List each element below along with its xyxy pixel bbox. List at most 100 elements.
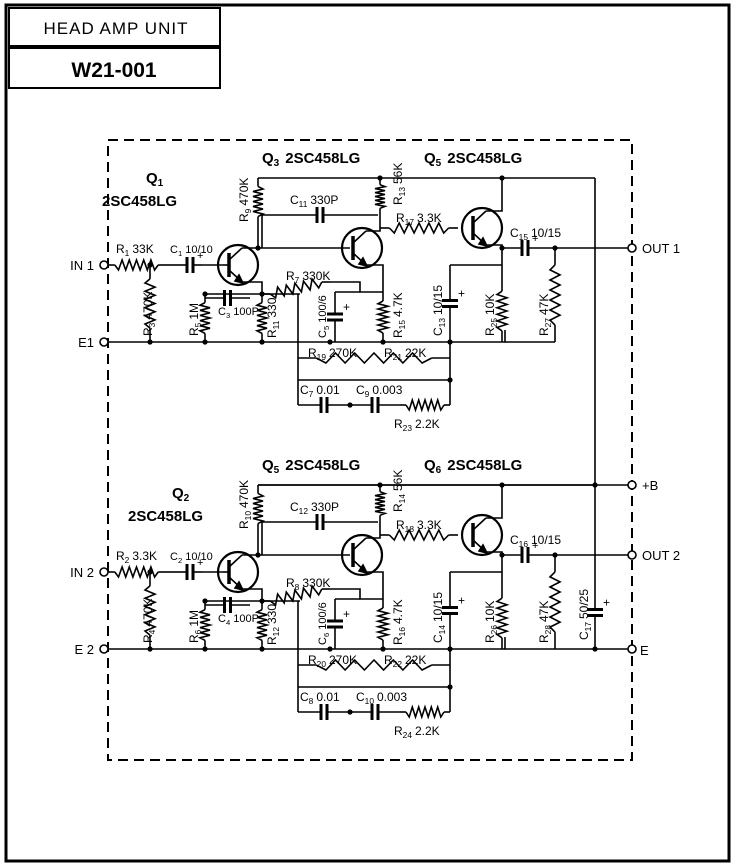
resistor-emitter-second [374, 599, 392, 649]
resistor-emitter [254, 294, 271, 342]
component-ref-sub: 21 [393, 352, 403, 362]
component-ref: C [431, 634, 445, 643]
component-value: 0.003 [372, 383, 402, 397]
resistor-emitter [254, 601, 271, 649]
component-ref-sub: 14 [437, 625, 447, 635]
transistor-collector [352, 537, 367, 551]
component-ref-sub: 6 [193, 629, 203, 634]
emitter-arrow [357, 256, 369, 268]
component-value: 22K [405, 653, 426, 667]
component-label: R10470K [237, 480, 253, 529]
resistor-emitter-output [494, 587, 510, 649]
transistor-type: 2SC458LG [128, 508, 203, 525]
junction-dot [447, 684, 453, 690]
component-ref: R [537, 327, 551, 336]
resistor-zigzag [142, 278, 158, 329]
component-ref-sub: 10 [243, 511, 253, 521]
terminal-circle [99, 644, 109, 654]
emitter-arrow [477, 543, 489, 555]
component-value: 10/10 [185, 551, 213, 563]
component-ref: C [431, 327, 445, 336]
transistor-body [340, 533, 384, 577]
component-ref-sub: 9 [365, 389, 370, 399]
transistor-input-stage [216, 243, 260, 287]
component-ref-sub: 12 [271, 627, 281, 637]
wire [330, 588, 383, 600]
resistor-collector-second [374, 178, 388, 215]
emitter-arrow [477, 236, 489, 248]
component-ref: C [300, 690, 309, 704]
terminal-label: IN 1 [70, 258, 94, 273]
transistor-ref-sub: 5 [274, 465, 280, 476]
component-value: 1M [187, 610, 201, 627]
wire [242, 225, 259, 249]
component-ref-sub: 28 [543, 625, 553, 635]
component-ref-sub: 2 [125, 555, 130, 565]
resistor-feedback-dc [262, 584, 330, 607]
component-value: 330 [265, 297, 279, 317]
component-label: R2847K [537, 601, 553, 643]
component-ref: R [394, 724, 403, 738]
resistor-output-load [548, 248, 562, 342]
transistor-ref: Q [146, 170, 158, 187]
transistor-input-stage [216, 550, 260, 594]
component-label: R9470K [237, 178, 253, 222]
component-ref: R [265, 329, 279, 338]
resistor-feedback-ac [298, 351, 450, 365]
component-label: R11330 [265, 297, 281, 338]
component-ref: R [187, 634, 201, 643]
transistor-ref: Q [424, 457, 436, 474]
component-ref: R [187, 327, 201, 336]
component-ref: R [116, 242, 125, 256]
component-label: C1310/15 [431, 285, 447, 336]
component-value: 10/15 [531, 226, 561, 240]
component-value: 56K [391, 470, 405, 491]
terminal-circle [99, 260, 109, 270]
resistor-collector-load [252, 485, 266, 532]
emitter-arrow [233, 273, 245, 285]
component-ref-sub: 7 [295, 275, 300, 285]
component-value: 10K [483, 601, 497, 622]
component-ref-sub: 27 [543, 318, 553, 328]
component-label: R1356K [391, 163, 407, 205]
component-value: 330K [302, 269, 330, 283]
resistor-input [108, 564, 165, 580]
resistor-zigzag [254, 608, 271, 642]
polarity-mark: + [343, 607, 350, 621]
terminal-label: IN 2 [70, 565, 94, 580]
model-number: W21-001 [71, 59, 157, 82]
capacitor-feedback [262, 514, 378, 530]
component-value: 0.01 [316, 383, 340, 397]
component-ref: R [141, 634, 155, 643]
component-ref-sub: 4 [147, 629, 157, 634]
component-ref: R [116, 549, 125, 563]
transistor-collector [352, 230, 367, 244]
component-label: R2510K [483, 294, 499, 336]
resistor-feedback-dc [262, 277, 330, 300]
outer-border [4, 3, 731, 863]
transistor-collector [472, 517, 487, 531]
component-value: 2.2K [415, 417, 440, 431]
component-ref: R [483, 327, 497, 336]
component-ref-sub: 20 [317, 659, 327, 669]
resistor-zigzag [388, 221, 450, 235]
component-value: 4.7K [391, 292, 405, 317]
component-value: 0.003 [377, 690, 407, 704]
wire [486, 485, 503, 519]
resistor-zigzag [494, 597, 510, 639]
component-ref-sub: 3 [147, 322, 157, 327]
polarity-mark: + [343, 300, 350, 314]
component-ref-sub: 1 [125, 248, 130, 258]
transistor-collector [472, 210, 487, 224]
wire [366, 264, 384, 292]
component-value: 10K [483, 294, 497, 315]
